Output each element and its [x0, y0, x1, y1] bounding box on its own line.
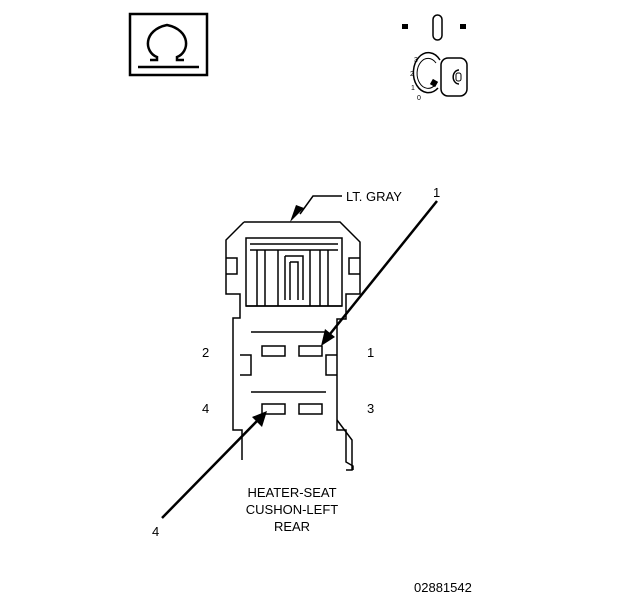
connector-name-line-2: CUSHON-LEFT — [246, 502, 339, 517]
cavity-pin-4 — [261, 403, 286, 415]
color-leader — [290, 195, 342, 222]
cavity-pin-3 — [298, 403, 323, 415]
ignition-position-1: 1 — [411, 85, 415, 92]
connector-body — [225, 221, 361, 471]
ignition-position-0: 0 — [417, 95, 421, 102]
callout-label-top: 1 — [433, 185, 440, 200]
pin-label-3: 3 — [367, 401, 374, 416]
figure-id: 02881542 — [414, 580, 472, 595]
ignition-position-2: 2 — [410, 71, 414, 78]
ignition-off-icon — [402, 14, 466, 41]
ohmmeter-icon — [128, 12, 209, 77]
cavity-pin-2 — [261, 345, 286, 357]
cavity-pin-1 — [298, 345, 323, 357]
connector-color-label: LT. GRAY — [346, 189, 402, 204]
callout-label-bottom: 4 — [152, 524, 159, 539]
connector-name-line-1: HEATER-SEAT — [247, 485, 336, 500]
ignition-key-icon: 3 2 1 0 — [410, 51, 468, 102]
connector-name-line-3: REAR — [274, 519, 310, 534]
pin-label-4: 4 — [202, 401, 209, 416]
ignition-position-3: 3 — [414, 57, 418, 64]
pin-label-1: 1 — [367, 345, 374, 360]
terminal-cavities — [261, 345, 323, 415]
pin-label-2: 2 — [202, 345, 209, 360]
callout-arrow-pin-4 — [161, 411, 267, 519]
callout-arrow-pin-1 — [321, 200, 438, 346]
